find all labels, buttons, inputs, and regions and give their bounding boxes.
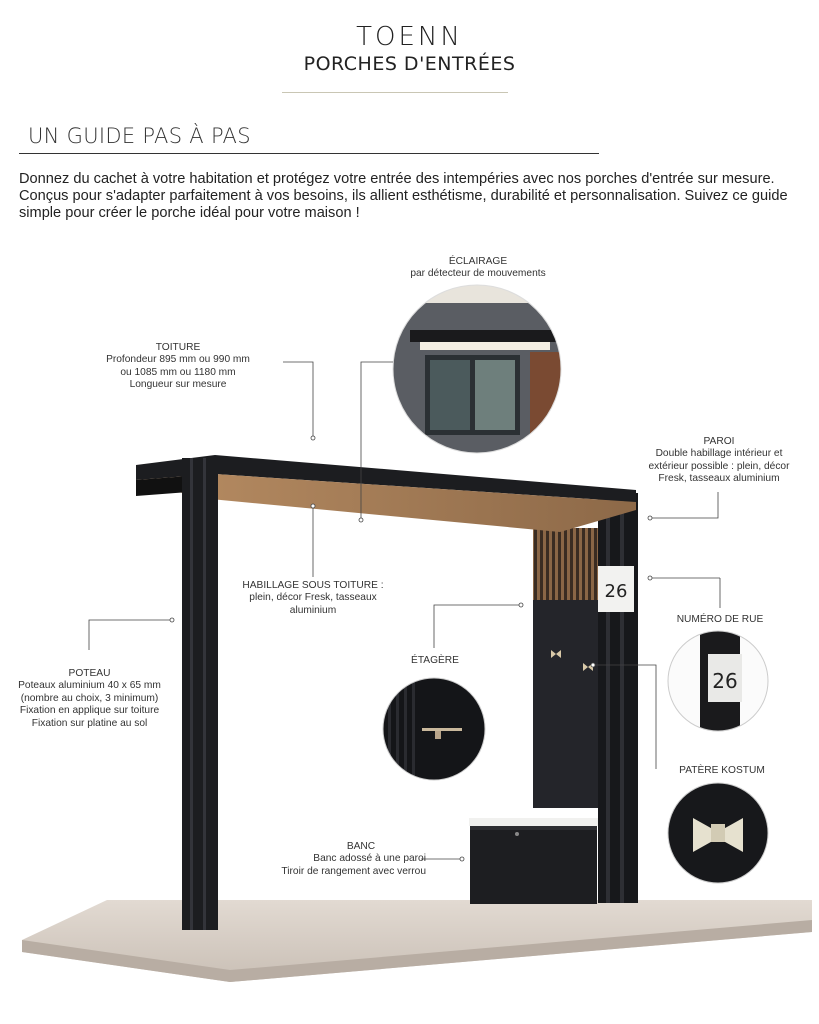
guide-divider — [19, 153, 599, 154]
callout-poteau-line: Fixation en applique sur toiture — [19, 705, 160, 717]
callout-paroi: PAROI Double habillage intérieur et exté… — [630, 436, 808, 486]
callout-toiture: TOITURE Profondeur 895 mm ou 990 mm ou 1… — [78, 342, 278, 392]
intro-paragraph: Donnez du cachet à votre habitation et p… — [19, 171, 788, 221]
callout-numero: NUMÉRO DE RUE — [660, 614, 780, 626]
header-divider — [282, 92, 508, 93]
callout-habillage: HABILLAGE SOUS TOITURE : plein, décor Fr… — [228, 580, 398, 617]
callout-toiture-title: TOITURE — [155, 342, 201, 353]
callout-etagere: ÉTAGÈRE — [395, 655, 475, 667]
floor-slab — [22, 900, 812, 982]
callout-habillage-title: HABILLAGE SOUS TOITURE : — [242, 580, 384, 591]
callout-paroi-line: Double habillage intérieur et — [655, 448, 783, 460]
callout-patere-title: PATÈRE KOSTUM — [679, 765, 765, 776]
guide-title: UN GUIDE PAS À PAS — [28, 124, 251, 148]
leader-lines — [88, 361, 721, 860]
house-number-detail-image: 26 — [667, 630, 769, 732]
house-number-sign: 26 — [598, 566, 634, 612]
callout-poteau: POTEAU Poteaux aluminium 40 x 65 mm (nom… — [2, 668, 177, 730]
callout-habillage-line: aluminium — [289, 604, 337, 616]
callout-toiture-line: ou 1085 mm ou 1180 mm — [120, 366, 236, 378]
bench — [469, 818, 598, 904]
brand-name: TOENN — [356, 22, 463, 52]
callout-banc-line: Banc adossé à une paroi — [313, 853, 426, 865]
house-number-text: 26 — [605, 581, 628, 602]
callout-poteau-title: POTEAU — [68, 668, 111, 679]
callout-poteau-line: Fixation sur platine au sol — [31, 717, 148, 729]
callout-eclairage: ÉCLAIRAGE par détecteur de mouvements — [378, 256, 578, 281]
hook-detail-image — [667, 782, 769, 884]
callout-etagere-title: ÉTAGÈRE — [411, 655, 459, 666]
callout-habillage-line: plein, décor Fresk, tasseaux — [249, 592, 377, 604]
callout-banc-title: BANC — [346, 841, 376, 852]
callout-paroi-title: PAROI — [703, 436, 735, 447]
callout-numero-title: NUMÉRO DE RUE — [676, 614, 764, 625]
callout-banc: BANC Banc adossé à une paroi Tiroir de r… — [236, 841, 426, 878]
wall-hooks — [551, 650, 593, 671]
callout-poteau-line: (nombre au choix, 3 minimum) — [20, 692, 159, 704]
callout-eclairage-title: ÉCLAIRAGE — [448, 256, 508, 267]
leader-dots — [169, 435, 653, 862]
shelf-detail-image — [382, 677, 486, 781]
house-number-detail-text: 26 — [712, 669, 737, 693]
callout-eclairage-line: par détecteur de mouvements — [410, 268, 546, 280]
callout-patere: PATÈRE KOSTUM — [662, 765, 782, 777]
callout-poteau-line: Poteaux aluminium 40 x 65 mm — [18, 680, 161, 692]
callout-paroi-line: Fresk, tasseaux aluminium — [658, 473, 780, 485]
callout-paroi-line: extérieur possible : plein, décor — [648, 460, 790, 472]
callout-toiture-line: Profondeur 895 mm ou 990 mm — [106, 354, 250, 366]
wall-panel — [533, 493, 638, 903]
lighting-detail-image — [392, 284, 562, 454]
front-post — [182, 458, 218, 930]
callout-banc-line: Tiroir de rangement avec verrou — [281, 865, 426, 877]
callout-toiture-line: Longueur sur mesure — [129, 379, 227, 391]
brand-subtitle: PORCHES D'ENTRÉES — [303, 53, 516, 75]
